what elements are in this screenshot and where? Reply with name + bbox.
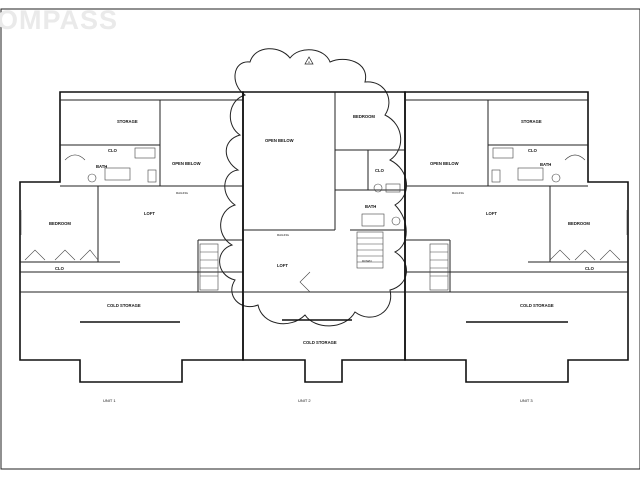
unit-label-2: UNIT 2 (298, 398, 311, 403)
room-label-storage-right: STORAGE (521, 119, 542, 124)
note-down-center: DOWN (362, 259, 372, 263)
watermark-logo: OMPASS (0, 5, 118, 35)
note-railing-center: RAILING (277, 233, 290, 237)
room-label-loft-center: LOFT (277, 263, 288, 268)
room-label-cold-storage-left: COLD STORAGE (107, 303, 141, 308)
room-label-open-below-center: OPEN BELOW (265, 138, 294, 143)
room-label-clo-right-top: CLO (528, 148, 538, 153)
room-label-bath-center: BATH (365, 204, 376, 209)
room-label-clo-right-bottom: CLO (585, 266, 595, 271)
room-label-loft-left: LOFT (144, 211, 155, 216)
room-label-open-below-left: OPEN BELOW (172, 161, 201, 166)
room-label-bedroom-left: BEDROOM (49, 221, 71, 226)
sheet-border (0, 8, 640, 470)
room-label-bedroom-right: BEDROOM (568, 221, 590, 226)
unit-label-3: UNIT 3 (520, 398, 533, 403)
note-railing-left: RAILING (176, 191, 189, 195)
room-label-cold-storage-right: COLD STORAGE (520, 303, 554, 308)
unit-2-walls (242, 91, 406, 383)
revision-cloud (219, 48, 407, 327)
svg-text:A: A (308, 60, 310, 64)
unit-3-walls (404, 91, 629, 383)
unit-1-walls (19, 91, 244, 383)
room-label-bath-left: BATH (96, 164, 107, 169)
room-label-clo-left-bottom: CLO (55, 266, 65, 271)
unit-label-1: UNIT 1 (103, 398, 116, 403)
room-label-clo-center: CLO (375, 168, 385, 173)
note-railing-right: RAILING (452, 191, 465, 195)
room-label-clo-left-top: CLO (108, 148, 118, 153)
room-label-bedroom-center: BEDROOM (353, 114, 375, 119)
room-label-loft-right: LOFT (486, 211, 497, 216)
room-label-open-below-right: OPEN BELOW (430, 161, 459, 166)
room-label-cold-storage-center: COLD STORAGE (303, 340, 337, 345)
room-label-storage-left: STORAGE (117, 119, 138, 124)
room-label-bath-right: BATH (540, 162, 551, 167)
compass-tag: A (304, 56, 314, 65)
